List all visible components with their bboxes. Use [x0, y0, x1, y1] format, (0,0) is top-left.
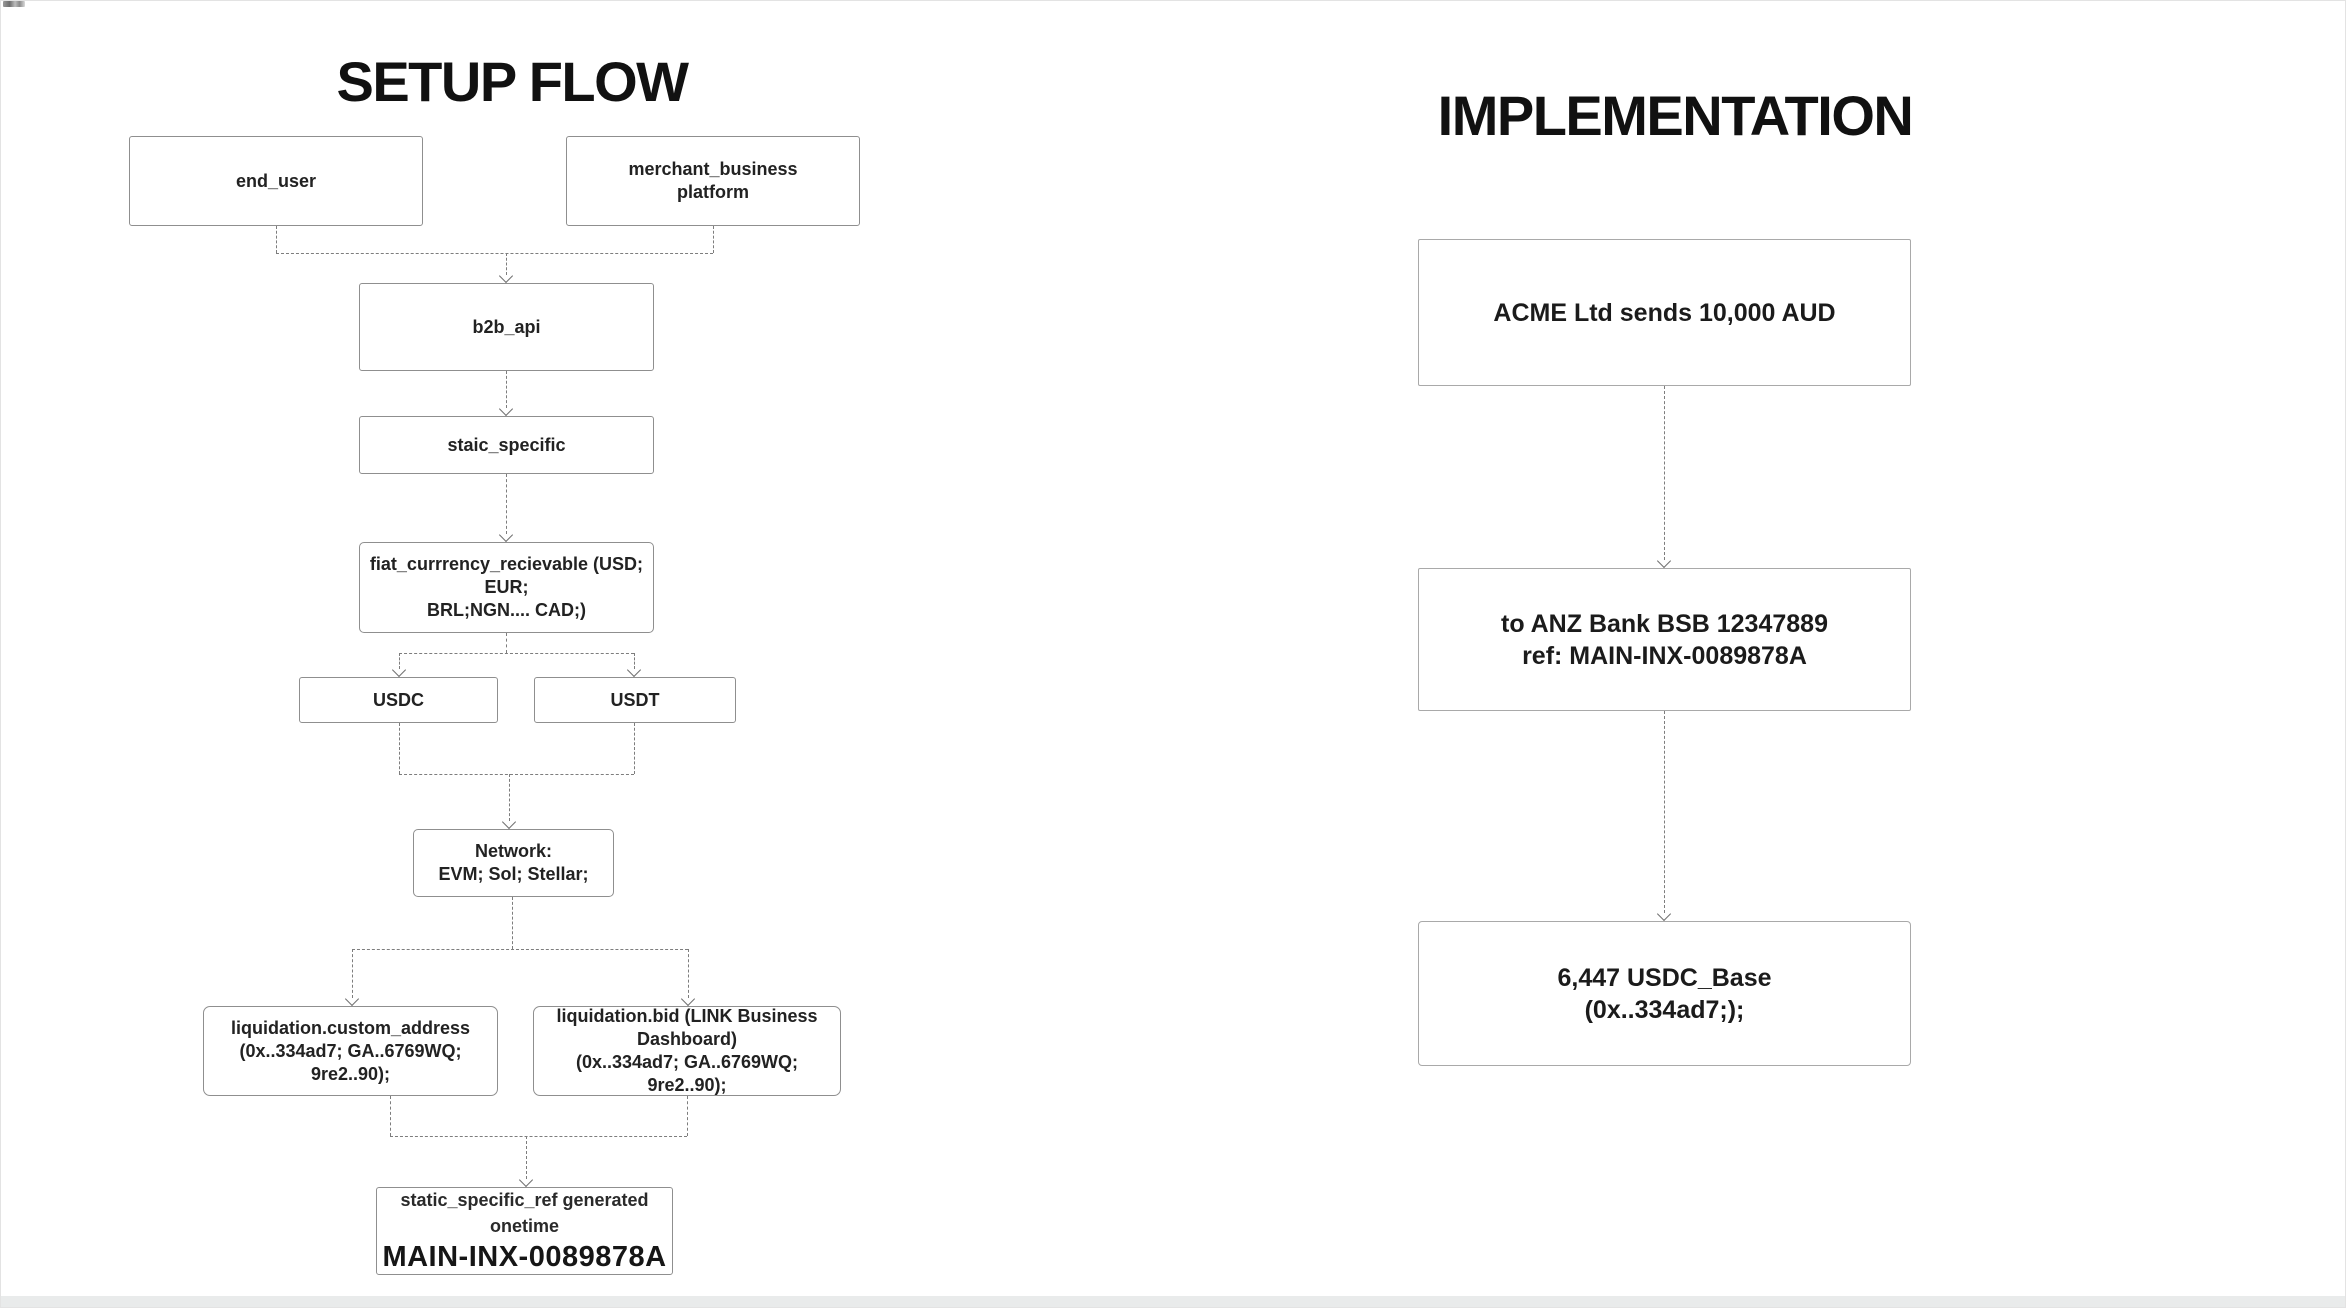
node-liquidation-custom-address: liquidation.custom_address (0x..334ad7; …: [203, 1006, 498, 1096]
arrow-down-icon: [518, 1172, 534, 1188]
arrow-down-icon: [1656, 553, 1672, 569]
flow-edge: [399, 653, 634, 654]
arrow-down-icon: [1656, 906, 1672, 922]
flow-edge: [399, 653, 400, 669]
arrow-down-icon: [498, 401, 514, 417]
node-label: b2b_api: [472, 316, 541, 337]
flow-edge: [526, 1136, 527, 1179]
node-label-line: (0x..334ad7; GA..6769WQ; 9re2..90);: [575, 1052, 799, 1095]
node-label-line: to ANZ Bank BSB 12347889: [1501, 609, 1828, 638]
arrow-down-icon: [626, 662, 642, 678]
flow-edge: [390, 1096, 391, 1136]
flow-edge: [390, 1136, 687, 1137]
flow-edge: [1664, 386, 1665, 560]
node-anz-bank: to ANZ Bank BSB 12347889 ref: MAIN-INX-0…: [1418, 568, 1911, 711]
node-label: USDC: [372, 689, 424, 710]
arrow-down-icon: [391, 662, 407, 678]
node-label-line: liquidation.custom_address: [230, 1017, 471, 1038]
reference-code: MAIN-INX-0089878A: [382, 1241, 667, 1273]
node-label-line: (0x..334ad7; GA..6769WQ; 9re2..90);: [239, 1040, 462, 1084]
flow-edge: [634, 653, 635, 669]
node-caption: static_specific_ref generated onetime: [400, 1190, 649, 1236]
node-usdt: USDT: [534, 677, 736, 723]
node-label-line: Network:: [474, 841, 552, 861]
flow-edge: [713, 226, 714, 253]
flow-edge: [512, 897, 513, 949]
flow-edge: [506, 633, 507, 653]
flow-edge: [687, 1096, 688, 1136]
flow-edge: [506, 253, 507, 275]
node-label-line: (0x..334ad7;);: [1584, 995, 1745, 1024]
flow-edge: [276, 226, 277, 253]
arrow-down-icon: [501, 814, 517, 830]
node-usdc: USDC: [299, 677, 498, 723]
flow-edge: [276, 253, 713, 254]
flow-edge: [399, 774, 634, 775]
node-label-line: 6,447 USDC_Base: [1557, 963, 1772, 992]
flow-edge: [352, 949, 688, 950]
node-usdc-base-payout: 6,447 USDC_Base (0x..334ad7;);: [1418, 921, 1911, 1066]
node-network: Network: EVM; Sol; Stellar;: [413, 829, 614, 897]
flow-edge: [688, 949, 689, 998]
arrow-down-icon: [498, 527, 514, 543]
node-label-line: platform: [677, 182, 749, 202]
arrow-down-icon: [680, 991, 696, 1007]
node-label: staic_specific: [447, 434, 566, 455]
node-end-user: end_user: [129, 136, 423, 226]
node-label-line: BRL;NGN.... CAD;): [427, 600, 586, 620]
arrow-down-icon: [344, 991, 360, 1007]
setup-flow-title: SETUP FLOW: [336, 50, 689, 113]
node-label: USDT: [610, 689, 660, 710]
node-b2b-api: b2b_api: [359, 283, 654, 371]
node-fiat-currency-receivable: fiat_currrency_recievable (USD; EUR; BRL…: [359, 542, 654, 633]
implementation-title: IMPLEMENTATION: [1437, 84, 1914, 147]
node-label: ACME Ltd sends 10,000 AUD: [1493, 298, 1836, 327]
node-label-line: EVM; Sol; Stellar;: [438, 864, 589, 884]
flow-edge: [352, 949, 353, 998]
flow-edge: [506, 474, 507, 534]
flow-edge: [506, 371, 507, 408]
node-label-line: ref: MAIN-INX-0089878A: [1522, 641, 1807, 670]
node-static-specific-ref: static_specific_ref generated onetime MA…: [376, 1187, 673, 1275]
node-liquidation-bid: liquidation.bid (LINK Business Dashboard…: [533, 1006, 841, 1096]
node-acme-sends: ACME Ltd sends 10,000 AUD: [1418, 239, 1911, 386]
node-label-line: fiat_currrency_recievable (USD; EUR;: [369, 554, 644, 597]
bottom-edge-band: [1, 1296, 2345, 1307]
arrow-down-icon: [498, 268, 514, 284]
flow-edge: [634, 723, 635, 774]
window-edge-artifact: [3, 1, 25, 7]
node-label-line: merchant_business: [628, 159, 798, 179]
node-staic-specific: staic_specific: [359, 416, 654, 474]
node-label-line: liquidation.bid (LINK Business Dashboard…: [556, 1006, 818, 1049]
node-label: end_user: [235, 170, 317, 191]
node-merchant-business-platform: merchant_business platform: [566, 136, 860, 226]
flow-edge: [1664, 711, 1665, 913]
flow-edge: [509, 774, 510, 821]
flow-edge: [399, 723, 400, 774]
